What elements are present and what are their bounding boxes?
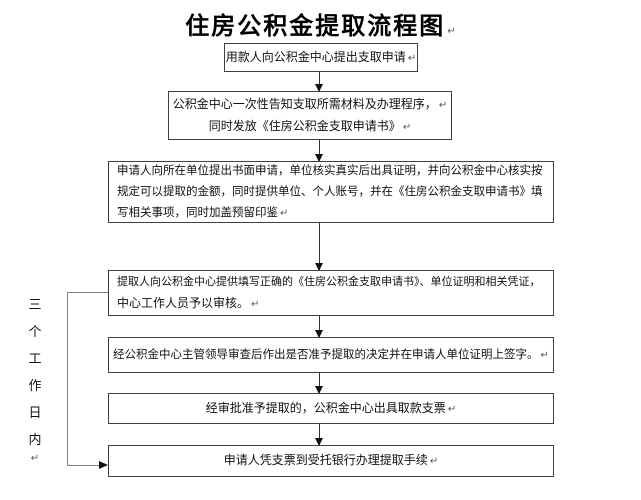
box-text: 规定可以提取的金额，同时提供单位、个人账号，并在《住房公积金支取申请书》填 xyxy=(117,185,543,198)
flow-box-center-staff-review: 提取人向公积金中心提供填写正确的《住房公积金支取申请书》、单位证明和相关凭证， … xyxy=(108,270,554,316)
arrow-down-connector-1 xyxy=(315,72,323,92)
return-mark-icon: ↵ xyxy=(540,349,549,361)
flow-box-center-notify-materials: 公积金中心一次性告知支取所需材料及办理程序，↵ 同时发放《住房公积金支取申请书》… xyxy=(168,91,452,140)
return-mark-icon: ↵ xyxy=(447,403,457,415)
arrow-right-icon xyxy=(99,461,108,469)
box-line: 经审批准予提取的，公积金中心出具取款支票↵ xyxy=(109,398,553,420)
box-text: 中心工作人员予以审核。 xyxy=(117,295,250,310)
return-mark-icon: ↵ xyxy=(402,121,412,133)
box-line: 提取人向公积金中心提供填写正确的《住房公积金支取申请书》、单位证明和相关凭证， xyxy=(109,272,553,293)
page-title: 住房公积金提取流程图↵ xyxy=(0,6,641,41)
box-line: 用款人向公积金中心提出支取申请↵ xyxy=(225,47,417,69)
bracket-connector-vertical xyxy=(67,292,68,466)
box-text: 同时发放《住房公积金支取申请书》 xyxy=(208,118,401,133)
flow-box-bank-withdrawal: 申请人凭支票到受托银行办理提取手续↵ xyxy=(108,445,554,477)
box-line: 同时发放《住房公积金支取申请书》↵ xyxy=(169,116,451,138)
box-line: 申请人凭支票到受托银行办理提取手续↵ xyxy=(109,450,553,472)
box-text: 公积金中心一次性告知支取所需材料及办理程序， xyxy=(172,96,437,111)
return-mark-icon: ↵ xyxy=(429,456,439,467)
box-text: 申请人凭支票到受托银行办理提取手续 xyxy=(223,453,428,467)
box-text: 用款人向公积金中心提出支取申请 xyxy=(225,49,406,64)
flow-box-submit-application: 用款人向公积金中心提出支取申请↵ xyxy=(224,43,418,72)
side-note-vertical-label: 三个工作日内 ↵ xyxy=(27,291,43,464)
arrow-down-connector-4 xyxy=(315,316,323,338)
box-text: 申请人向所在单位提出书面申请，单位核实真实后出具证明，并向公积金中心核实按 xyxy=(117,164,543,177)
flow-box-unit-written-application: 申请人向所在单位提出书面申请，单位核实真实后出具证明，并向公积金中心核实按 规定… xyxy=(108,161,554,223)
return-mark-icon: ↵ xyxy=(407,52,417,64)
bracket-connector-top xyxy=(67,292,108,293)
box-line: 公积金中心一次性告知支取所需材料及办理程序，↵ xyxy=(169,94,451,116)
box-text: 提取人向公积金中心提供填写正确的《住房公积金支取申请书》、单位证明和相关凭证， xyxy=(117,275,541,288)
box-text: 写相关事项，同时加盖预留印鉴 xyxy=(117,206,278,219)
page-title-text: 住房公积金提取流程图 xyxy=(185,13,446,40)
flow-box-leader-approval-decision: 经公积金中心主管领导审查后作出是否准予提取的决定并在申请人单位证明上签字。↵ xyxy=(108,337,554,373)
box-line: 写相关事项，同时加盖预留印鉴↵ xyxy=(109,203,553,224)
return-mark-icon: ↵ xyxy=(251,298,260,310)
arrow-down-connector-6 xyxy=(315,424,323,446)
box-text: 经公积金中心主管领导审查后作出是否准予提取的决定并在申请人单位证明上签字。 xyxy=(113,348,539,361)
box-line: 申请人向所在单位提出书面申请，单位核实真实后出具证明，并向公积金中心核实按 xyxy=(109,161,553,182)
arrow-down-connector-2 xyxy=(315,140,323,162)
return-mark-icon: ↵ xyxy=(30,453,40,464)
bracket-connector-bottom xyxy=(67,465,100,466)
return-mark-icon: ↵ xyxy=(280,207,289,219)
box-line: 中心工作人员予以审核。↵ xyxy=(109,293,553,315)
box-text: 经审批准予提取的，公积金中心出具取款支票 xyxy=(205,400,446,415)
flow-box-issue-cheque: 经审批准予提取的，公积金中心出具取款支票↵ xyxy=(108,393,554,424)
side-note-text: 三个工作日内 xyxy=(28,297,42,447)
return-mark-icon: ↵ xyxy=(447,26,456,37)
arrow-down-connector-5 xyxy=(315,373,323,394)
box-line: 规定可以提取的金额，同时提供单位、个人账号，并在《住房公积金支取申请书》填 xyxy=(109,182,553,203)
return-mark-icon: ↵ xyxy=(438,99,448,111)
arrow-down-connector-3 xyxy=(315,223,323,271)
box-line: 经公积金中心主管领导审查后作出是否准予提取的决定并在申请人单位证明上签字。↵ xyxy=(109,345,553,366)
